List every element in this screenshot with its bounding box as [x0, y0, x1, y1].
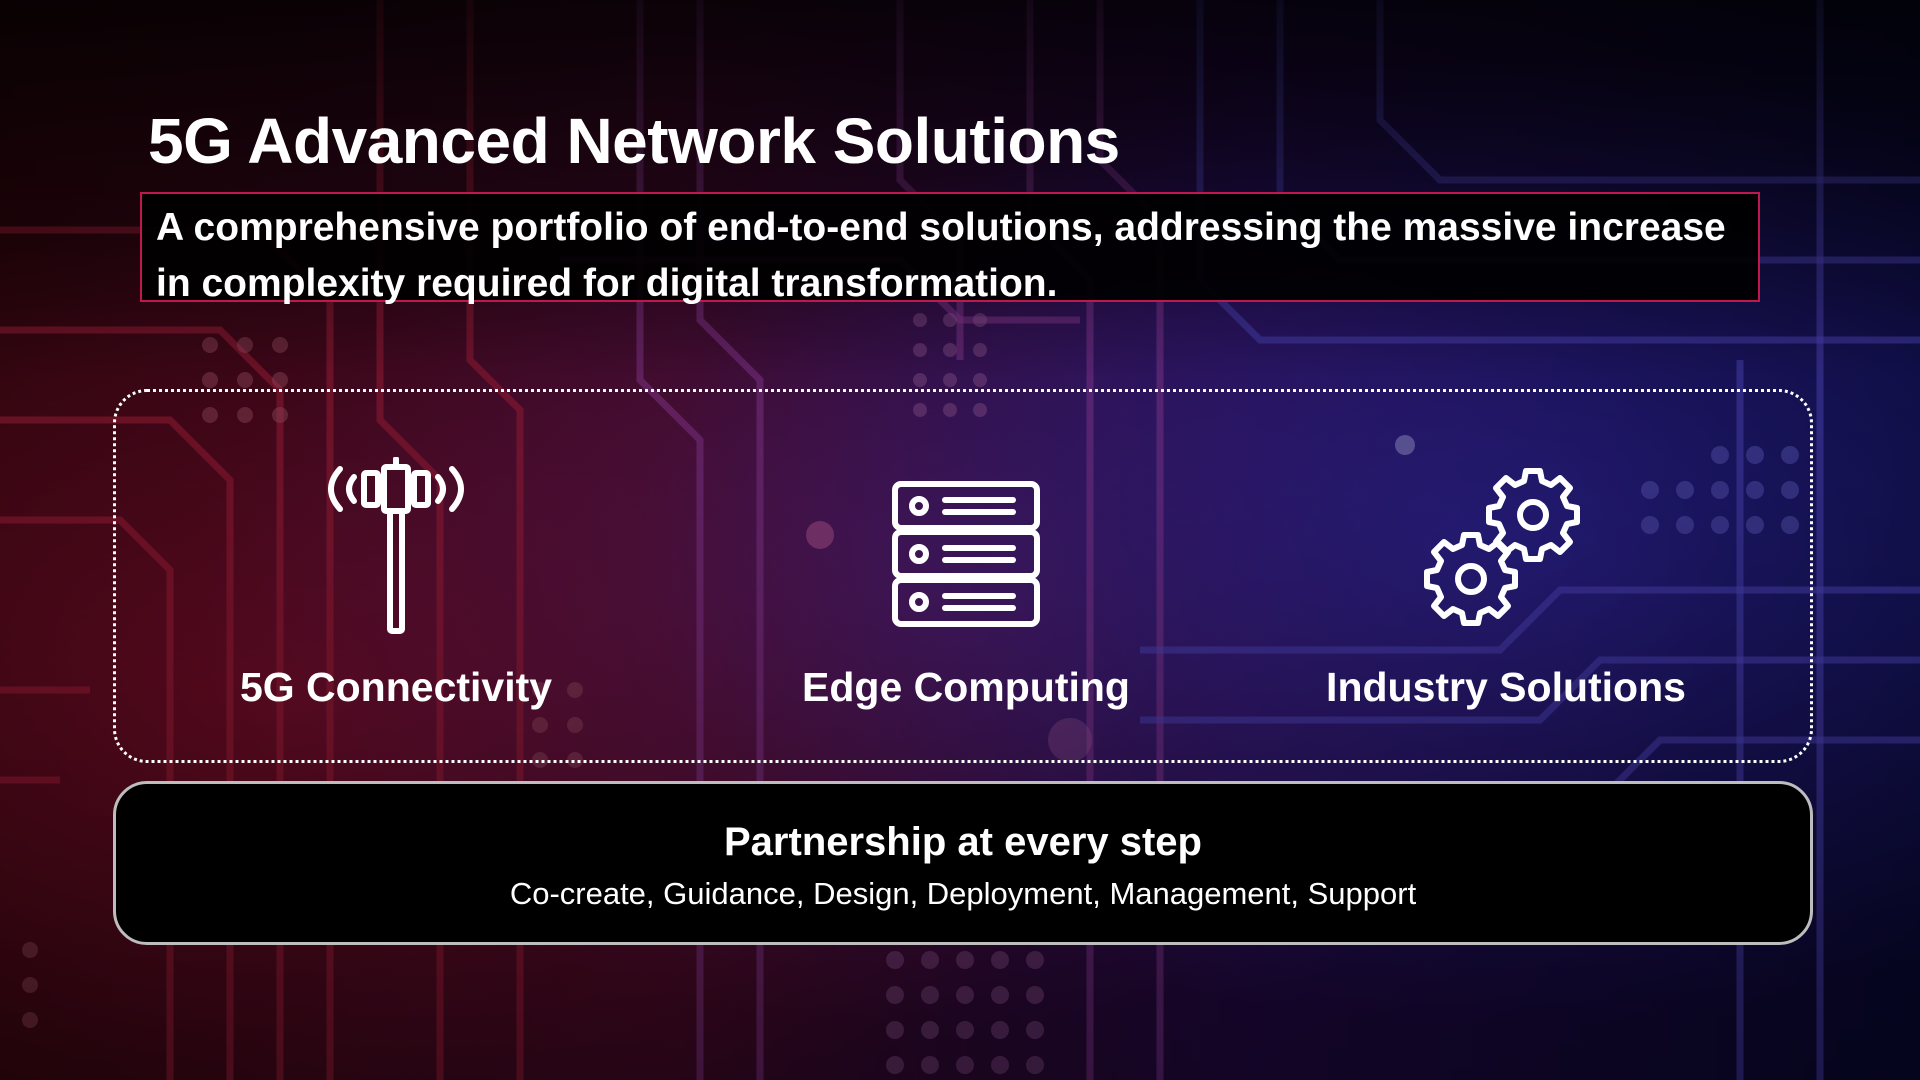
partnership-title: Partnership at every step — [724, 820, 1202, 864]
slide-title: 5G Advanced Network Solutions — [148, 105, 1120, 177]
solution-edge-computing: Edge Computing — [756, 392, 1176, 766]
subtitle-box: A comprehensive portfolio of end-to-end … — [140, 192, 1760, 305]
solution-label: 5G Connectivity — [239, 664, 553, 710]
solution-5g-connectivity: 5G Connectivity — [186, 392, 606, 766]
solution-industry-solutions: Industry Solutions — [1296, 392, 1716, 766]
antenna-tower-icon — [328, 457, 464, 634]
partnership-box: Partnership at every step Co-create, Gui… — [113, 781, 1813, 945]
slide-subtitle: A comprehensive portfolio of end-to-end … — [156, 206, 1726, 305]
gears-icon — [1424, 468, 1580, 626]
partnership-steps: Co-create, Guidance, Design, Deployment,… — [509, 876, 1417, 911]
server-stack-icon — [892, 481, 1040, 627]
solutions-panel: 5G Connectivity Edge Computing — [113, 389, 1813, 763]
solution-label: Edge Computing — [802, 664, 1130, 710]
solution-label: Industry Solutions — [1326, 664, 1686, 710]
